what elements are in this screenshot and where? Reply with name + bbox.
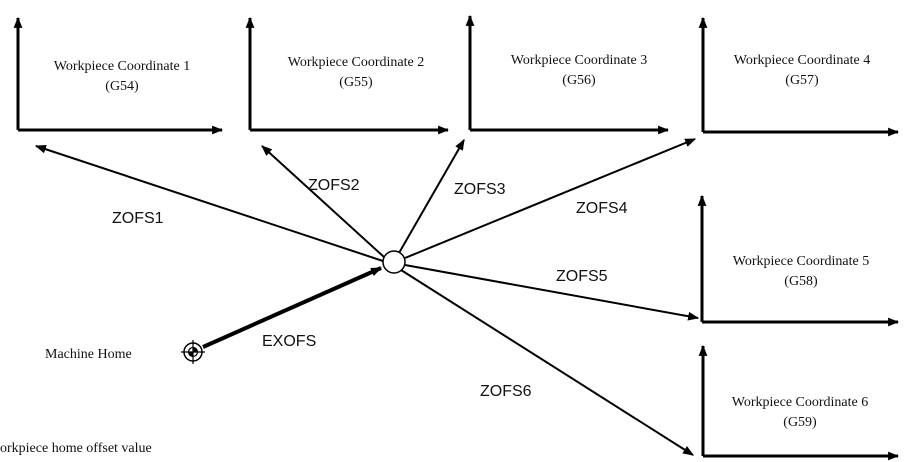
- zofs1-label: ZOFS1: [112, 210, 164, 227]
- zofs2-arrow: [261, 145, 385, 258]
- coordinate-system-5: Workpiece Coordinate 5 (G58): [697, 194, 900, 327]
- coordinate-code: (G56): [562, 73, 596, 88]
- zofs1-arrow: [34, 144, 384, 262]
- coordinate-title: Workpiece Coordinate 2: [288, 55, 425, 70]
- coordinate-system-1: Workpiece Coordinate 1 (G54): [13, 16, 224, 135]
- coordinate-code: (G58): [784, 274, 818, 289]
- zofs2-label: ZOFS2: [308, 177, 360, 194]
- machine-home-label: Machine Home: [45, 347, 132, 362]
- zofs-arrows: [34, 138, 700, 456]
- coordinate-title: Workpiece Coordinate 6: [732, 395, 869, 410]
- coordinate-system-3: Workpiece Coordinate 3 (G56): [465, 14, 670, 135]
- coordinate-system-6: Workpiece Coordinate 6 (G59): [698, 344, 900, 461]
- coordinate-system-4: Workpiece Coordinate 4 (G57): [698, 16, 900, 137]
- zofs4-arrow: [404, 138, 697, 259]
- zofs5-arrow: [404, 264, 700, 321]
- exofs-arrow: [202, 266, 383, 349]
- coordinate-code: (G59): [783, 415, 817, 430]
- zofs5-label: ZOFS5: [556, 268, 608, 285]
- coordinate-code: (G57): [785, 73, 819, 88]
- machine-home-icon: [181, 340, 205, 364]
- zofs6-label: ZOFS6: [480, 383, 532, 400]
- coordinate-code: (G55): [339, 75, 373, 90]
- coordinate-title: Workpiece Coordinate 5: [733, 254, 870, 269]
- zofs6-arrow: [400, 269, 694, 456]
- coordinate-title: Workpiece Coordinate 3: [511, 53, 648, 68]
- offset-origin-node: [382, 250, 406, 274]
- coordinate-title: Workpiece Coordinate 4: [734, 53, 871, 68]
- coordinate-system-2: Workpiece Coordinate 2 (G55): [245, 16, 450, 135]
- coordinate-code: (G54): [105, 79, 139, 94]
- zofs3-label: ZOFS3: [454, 181, 506, 198]
- footnote: orkpiece home offset value: [0, 441, 152, 456]
- zofs4-label: ZOFS4: [576, 200, 628, 217]
- exofs-label: EXOFS: [262, 333, 316, 350]
- zofs3-arrow: [398, 139, 465, 254]
- coordinate-title: Workpiece Coordinate 1: [54, 59, 191, 74]
